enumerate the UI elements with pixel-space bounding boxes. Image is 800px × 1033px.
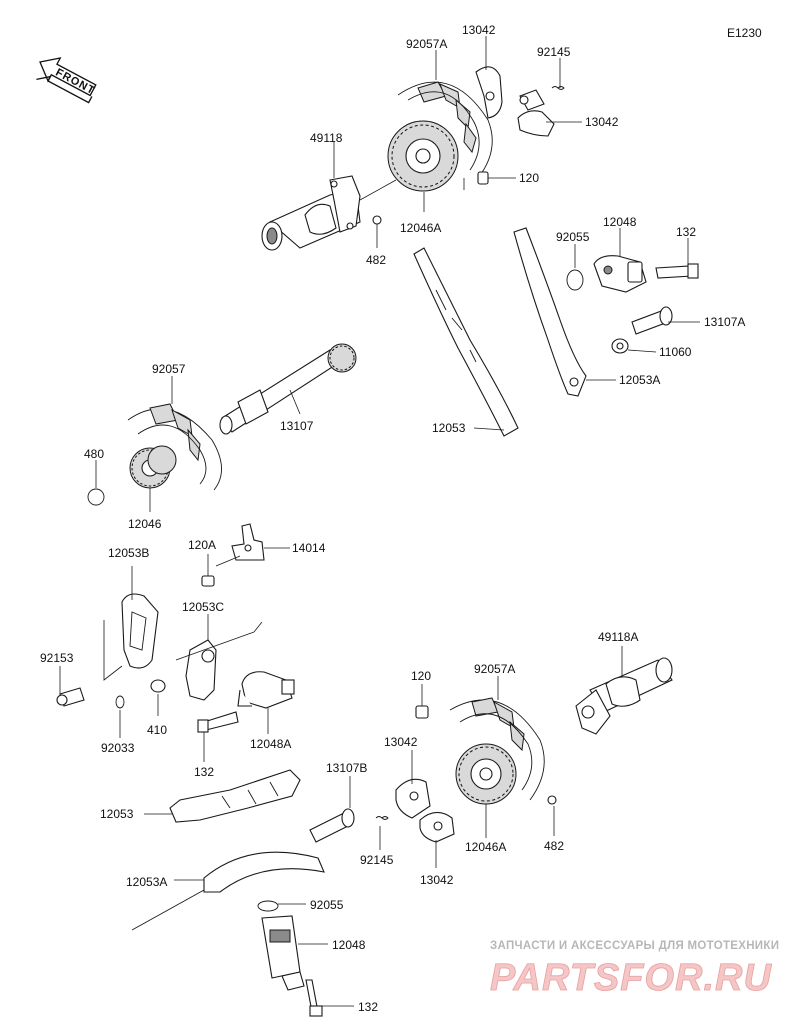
- label-12053B: 12053B: [108, 546, 149, 560]
- spring-92145-bottom: [375, 816, 389, 820]
- tensioner-guide-12053A-bottom: [131, 851, 325, 931]
- label-13107A: 13107A: [704, 315, 745, 329]
- label-11060: 11060: [659, 345, 692, 359]
- label-120-bottom: 120: [411, 669, 431, 683]
- label-13042-bottom-top: 13042: [384, 735, 418, 749]
- tensioner-12048-bottom: [261, 915, 305, 991]
- oring-92033: [115, 695, 125, 709]
- washer-11060: [611, 338, 629, 354]
- clip-482-top: [372, 215, 382, 225]
- label-132-top: 132: [676, 225, 696, 239]
- label-49118A: 49118A: [598, 630, 638, 644]
- tensioner-12048-top: [593, 255, 647, 293]
- bolt-92153: [56, 687, 85, 707]
- bolt-132-top: [655, 263, 699, 279]
- label-12053-top: 12053: [432, 421, 466, 435]
- label-13042-top: 13042: [462, 23, 496, 37]
- label-92055-bottom: 92055: [310, 898, 344, 912]
- label-12048-top: 12048: [603, 215, 637, 229]
- label-13042-right: 13042: [585, 115, 619, 129]
- bolt-120-top: [463, 171, 489, 190]
- label-12053A-bottom: 12053A: [126, 875, 167, 889]
- label-12048A: 12048A: [250, 737, 291, 751]
- cam-chain-92057A-bottom: [449, 697, 545, 801]
- label-92055-top: 92055: [556, 230, 590, 244]
- oring-92055-top: [566, 269, 584, 291]
- watermark: ЗАПЧАСТИ И АКСЕССУАРЫ ДЛЯ МОТОТЕХНИКИ PA…: [490, 940, 779, 999]
- label-12053-bottom: 12053: [100, 807, 134, 821]
- label-13107B: 13107B: [326, 761, 367, 775]
- guide-12053B: [121, 593, 159, 669]
- label-12048-bottom: 12048: [332, 938, 366, 952]
- label-13107: 13107: [280, 419, 314, 433]
- label-92057: 92057: [152, 362, 186, 376]
- cam-chain-92057: [127, 403, 222, 491]
- part-labels: 92057A 13042 92145 13042 49118 120 12046…: [40, 23, 745, 1014]
- decompressor-weight-bottom: [395, 778, 455, 843]
- decompressor-weight-top: [475, 66, 555, 137]
- diagram-code: E1230: [727, 26, 762, 40]
- label-132-mid: 132: [194, 765, 214, 779]
- label-120A: 120A: [188, 538, 216, 552]
- oring-92055-bottom: [257, 900, 279, 912]
- label-12046A-bottom: 12046A: [465, 840, 506, 854]
- watermark-tagline: ЗАПЧАСТИ И АКСЕССУАРЫ ДЛЯ МОТОТЕХНИКИ: [490, 940, 779, 952]
- label-92057A-top: 92057A: [406, 37, 447, 51]
- cam-sprocket-12046A-bottom: [455, 743, 517, 805]
- cam-sprocket-top: [387, 120, 459, 192]
- bolt-120-bottom: [415, 705, 429, 719]
- pin-13107B: [309, 808, 355, 843]
- label-410: 410: [147, 723, 167, 737]
- label-12053A-top: 12053A: [619, 373, 660, 387]
- bolt-120A: [201, 575, 215, 587]
- label-92145-bottom: 92145: [360, 853, 394, 867]
- label-92145-top: 92145: [537, 45, 571, 59]
- label-13042-bottom: 13042: [420, 873, 454, 887]
- chain-tensioner-guide-12053A-top: [513, 227, 587, 397]
- idler-gear-12046: [129, 445, 177, 489]
- bolt-132-bottom: [305, 979, 323, 1017]
- guide-12053-bottom: [169, 769, 301, 823]
- pin-13107A: [631, 306, 673, 335]
- label-14014: 14014: [292, 541, 326, 555]
- chain-guide-12053-top: [413, 247, 519, 437]
- watermark-brand: PARTSFOR.RU: [490, 957, 772, 999]
- label-132-bottom: 132: [358, 1000, 378, 1014]
- label-482-top: 482: [366, 253, 386, 267]
- camshaft-top: [261, 175, 397, 251]
- label-12053C: 12053C: [182, 600, 224, 614]
- leader-lines: [59, 36, 700, 1007]
- label-482-bottom: 482: [544, 839, 564, 853]
- label-49118: 49118: [310, 131, 343, 145]
- idler-shaft-13107: [219, 343, 357, 435]
- label-120-top: 120: [519, 171, 539, 185]
- bracket-12053C: [175, 621, 263, 701]
- label-12046A-top: 12046A: [400, 221, 441, 235]
- label-92153: 92153: [40, 651, 74, 665]
- guide-plate-14014: [215, 523, 265, 567]
- label-92033: 92033: [101, 741, 135, 755]
- label-12046: 12046: [128, 517, 162, 531]
- bolt-132-mid: [197, 711, 239, 733]
- tensioner-12048A: [237, 671, 295, 709]
- label-92057A-bottom: 92057A: [474, 662, 515, 676]
- label-480: 480: [84, 447, 104, 461]
- camshaft-49118A: [575, 657, 673, 735]
- front-arrow-icon: FRONT: [36, 57, 97, 104]
- cam-chain-top: [397, 81, 493, 179]
- washer-410: [150, 679, 166, 693]
- circlip-480: [87, 488, 105, 506]
- clip-482-bottom: [547, 795, 557, 805]
- spring-92145-top: [551, 86, 565, 90]
